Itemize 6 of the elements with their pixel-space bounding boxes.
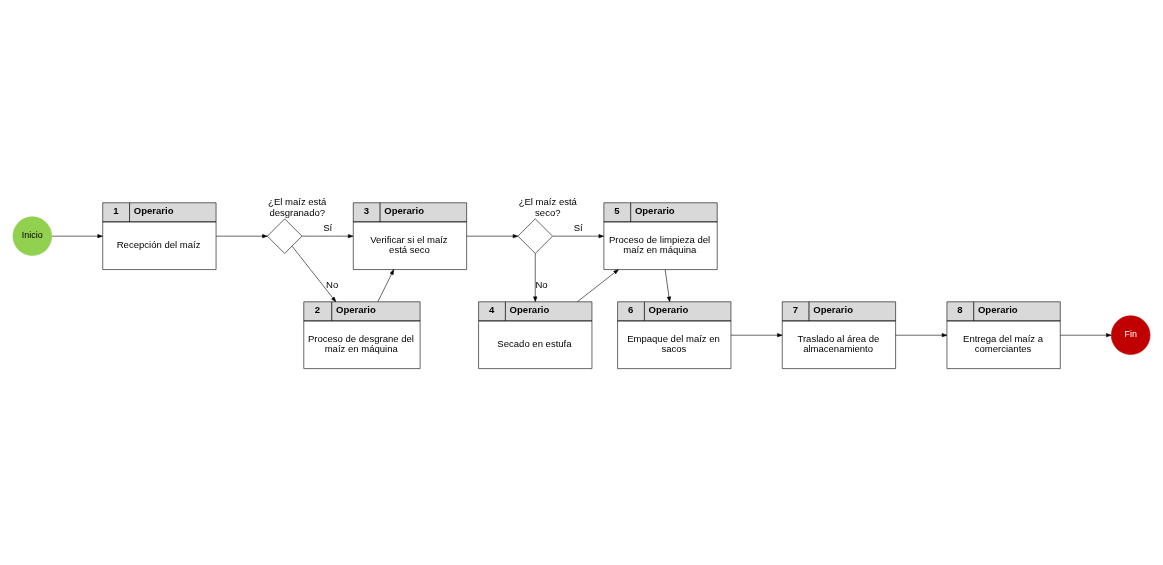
edge-label: Sí	[323, 221, 333, 233]
edge-label: No	[326, 278, 339, 290]
node-label: ¿El maíz está desgranado?	[268, 195, 327, 218]
edge-label: Sí	[573, 221, 583, 233]
edge-label: No	[535, 278, 548, 290]
node-label: ¿El maíz está seco?	[518, 195, 577, 218]
